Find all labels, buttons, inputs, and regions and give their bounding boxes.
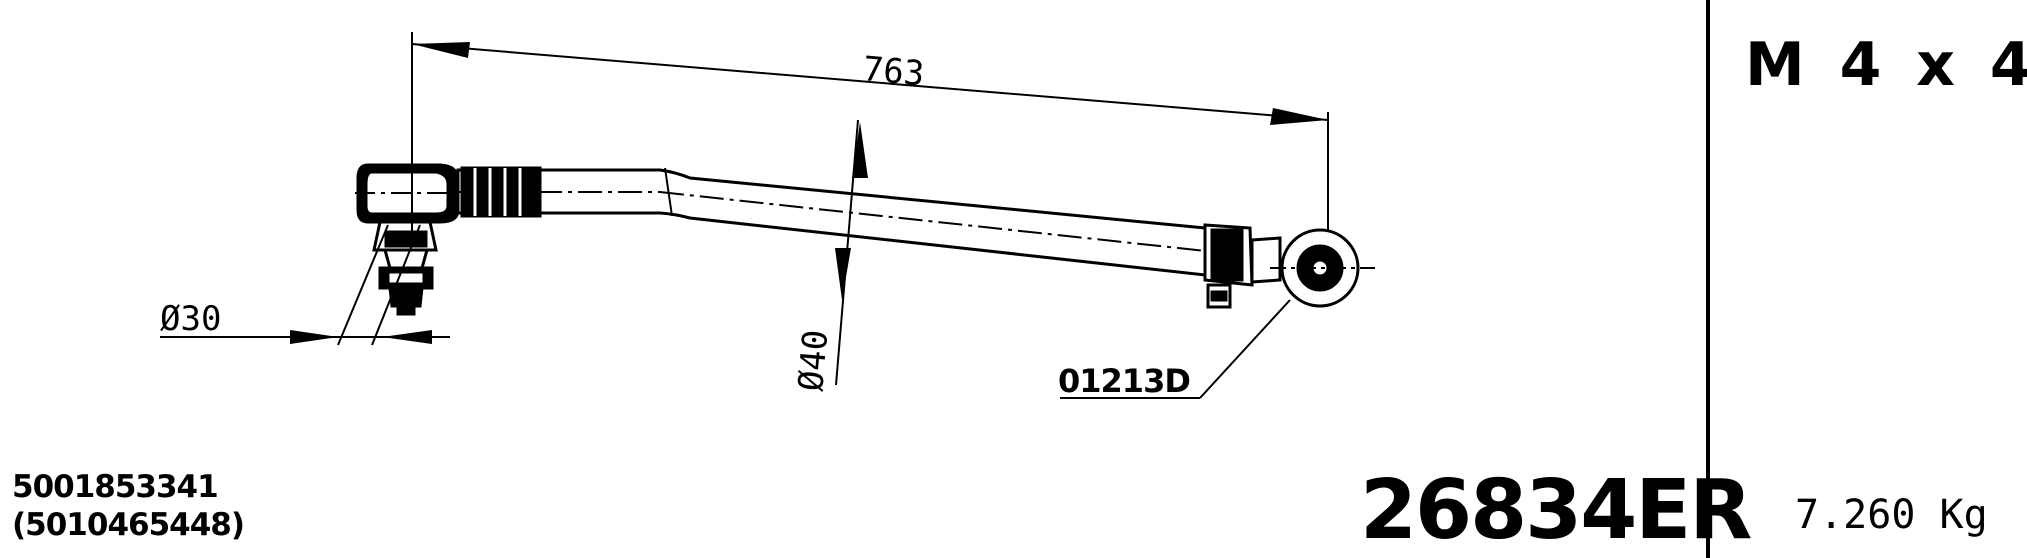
joint-code-label: 01213D — [1058, 362, 1190, 400]
reference-number-primary: 5001853341 — [12, 469, 219, 505]
tie-rod-tube — [456, 166, 1216, 277]
part-number: 26834ER — [1360, 463, 1752, 558]
dimension-tube-diameter — [835, 119, 868, 386]
left-ball-joint — [355, 163, 470, 316]
dimension-ball-diameter — [160, 224, 450, 346]
joint-code-leader — [1060, 299, 1291, 399]
weight-value: 7.260 Kg — [1795, 492, 1988, 538]
title-block-divider — [1706, 0, 1710, 558]
dimension-tube-diameter-label: Ø40 — [791, 328, 836, 393]
dimension-ball-diameter-label: Ø30 — [160, 299, 221, 339]
right-eye-joint — [1203, 223, 1375, 309]
dimension-length — [411, 32, 1329, 240]
dimension-length-label: 763 — [861, 49, 926, 94]
reference-number-secondary: (5010465448) — [12, 507, 245, 543]
thread-spec: M 4 x 4 — [1745, 30, 2027, 100]
